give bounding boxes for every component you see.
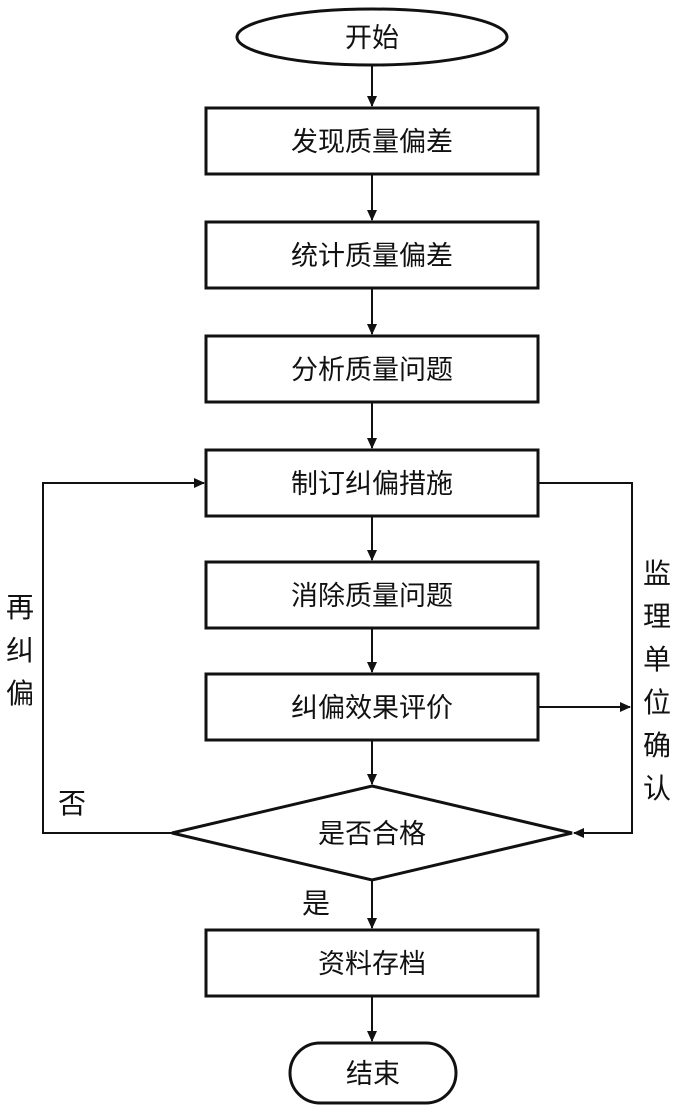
analyze-problem-label: 分析质量问题 <box>291 355 453 386</box>
label-yes: 是 <box>302 887 330 920</box>
label-supervisor-confirm: 监 理 单 位 确 认 <box>643 557 671 805</box>
label-no: 否 <box>58 787 86 820</box>
process-evaluate-effect: 纠偏效果评价 <box>204 672 540 742</box>
process-count-deviation: 统计质量偏差 <box>204 220 540 290</box>
find-deviation-label: 发现质量偏差 <box>291 127 453 158</box>
count-deviation-label: 统计质量偏差 <box>291 241 453 272</box>
re-correct-char-2: 纠 <box>6 634 34 667</box>
end-node: 结束 <box>288 1041 458 1105</box>
supervisor-char-5: 确 <box>643 729 671 762</box>
end-label: 结束 <box>346 1059 400 1090</box>
supervisor-char-2: 理 <box>643 600 671 633</box>
supervisor-char-6: 认 <box>643 772 671 805</box>
decision-qualified: 是否合格 <box>171 784 573 882</box>
start-label: 开始 <box>345 23 399 54</box>
supervisor-char-3: 单 <box>643 643 671 676</box>
re-correct-char-1: 再 <box>6 591 34 624</box>
process-find-deviation: 发现质量偏差 <box>204 106 540 176</box>
process-make-measures: 制订纠偏措施 <box>204 448 540 518</box>
supervisor-char-1: 监 <box>643 557 671 590</box>
line-measures-to-supervisor <box>538 482 633 838</box>
re-correct-char-3: 偏 <box>6 677 34 710</box>
evaluate-effect-label: 纠偏效果评价 <box>291 693 453 724</box>
process-analyze-problem: 分析质量问题 <box>204 334 540 404</box>
qualified-decision-label: 是否合格 <box>318 819 426 850</box>
eliminate-problem-label: 消除质量问题 <box>291 581 453 612</box>
process-archive: 资料存档 <box>204 928 540 998</box>
arrow-no-loop-back <box>42 478 205 834</box>
make-measures-label: 制订纠偏措施 <box>291 469 453 500</box>
label-re-correct: 再 纠 偏 <box>6 591 34 710</box>
archive-label: 资料存档 <box>318 949 426 980</box>
start-node: 开始 <box>235 7 509 67</box>
process-eliminate-problem: 消除质量问题 <box>204 560 540 630</box>
supervisor-char-4: 位 <box>643 686 671 719</box>
